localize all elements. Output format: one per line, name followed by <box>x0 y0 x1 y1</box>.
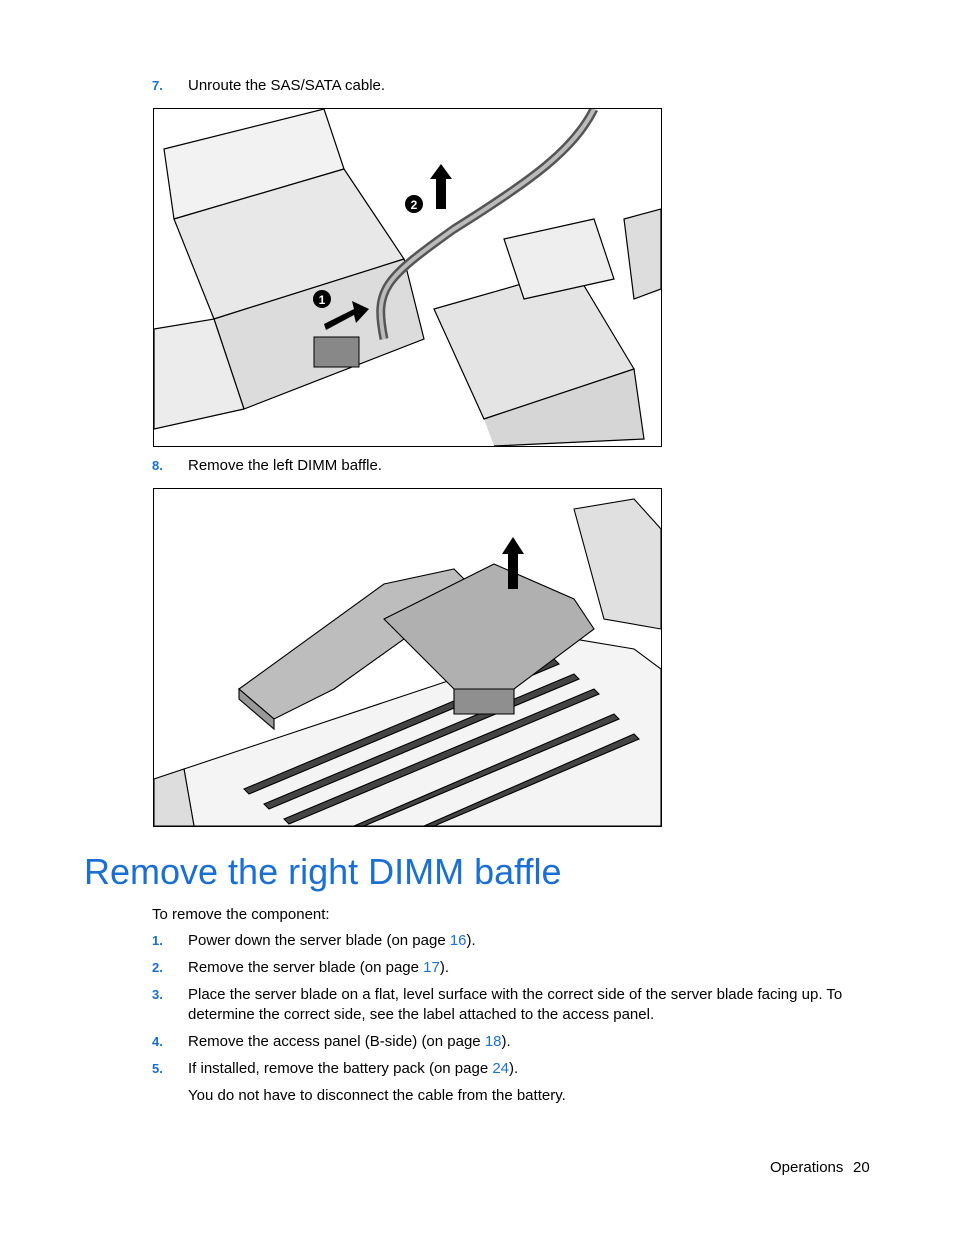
step-text: ). <box>466 932 476 949</box>
step-4-text: Remove the access panel (B-side) (on pag… <box>188 1032 511 1052</box>
footer-section: Operations <box>770 1159 844 1176</box>
step-7: 7. <box>152 76 163 96</box>
step-8-text: Remove the left DIMM baffle. <box>188 457 382 474</box>
page-link[interactable]: 18 <box>484 1033 502 1050</box>
baffle-illustration <box>154 498 661 826</box>
figure-unroute-cable: 1 2 <box>153 108 662 447</box>
step-text: Power down the server blade (on page <box>188 932 450 949</box>
step-number: 3. <box>152 987 163 1002</box>
svg-text:1: 1 <box>319 293 326 307</box>
step-number: 4. <box>152 1034 163 1049</box>
step-4: 4. <box>152 1032 163 1052</box>
cable-illustration: 1 2 <box>154 109 661 446</box>
step-number: 2. <box>152 960 163 975</box>
page-link[interactable]: 17 <box>423 959 440 976</box>
step-text: Remove the server blade (on page <box>188 959 424 976</box>
step-text: ). <box>439 959 449 976</box>
svg-text:2: 2 <box>411 198 418 212</box>
step-7-text: Unroute the SAS/SATA cable. <box>188 77 386 94</box>
step-text: ). <box>501 1033 511 1050</box>
step-1-text: Power down the server blade (on page 16)… <box>188 931 476 951</box>
callout-1: 1 <box>313 290 331 308</box>
step-text: Remove the access panel (B-side) (on pag… <box>188 1033 485 1050</box>
step-number: 7. <box>152 78 163 93</box>
intro-text: To remove the component: <box>152 906 330 923</box>
step-number: 5. <box>152 1061 163 1076</box>
step-3: 3. <box>152 985 163 1005</box>
step-5-text: If installed, remove the battery pack (o… <box>188 1059 518 1079</box>
step-1: 1. <box>152 931 163 951</box>
page-link[interactable]: 16 <box>449 932 467 949</box>
step-2-text: Remove the server blade (on page 17). <box>188 958 449 978</box>
step-text: ). <box>509 1060 519 1077</box>
step-3-line2: determine the correct side, see the labe… <box>188 1006 655 1023</box>
figure-remove-left-baffle <box>153 488 662 827</box>
step-8: 8. <box>152 456 163 476</box>
step-text: If installed, remove the battery pack (o… <box>188 1060 493 1077</box>
note-text: You do not have to disconnect the cable … <box>188 1087 566 1104</box>
page-link[interactable]: 24 <box>492 1060 510 1077</box>
step-5: 5. <box>152 1059 163 1079</box>
step-number: 8. <box>152 458 163 473</box>
step-3-line1: Place the server blade on a flat, level … <box>188 986 843 1003</box>
callout-2: 2 <box>405 195 423 213</box>
step-2: 2. <box>152 958 163 978</box>
footer-page-number: 20 <box>853 1159 870 1176</box>
section-title: Remove the right DIMM baffle <box>84 851 562 892</box>
step-number: 1. <box>152 933 163 948</box>
